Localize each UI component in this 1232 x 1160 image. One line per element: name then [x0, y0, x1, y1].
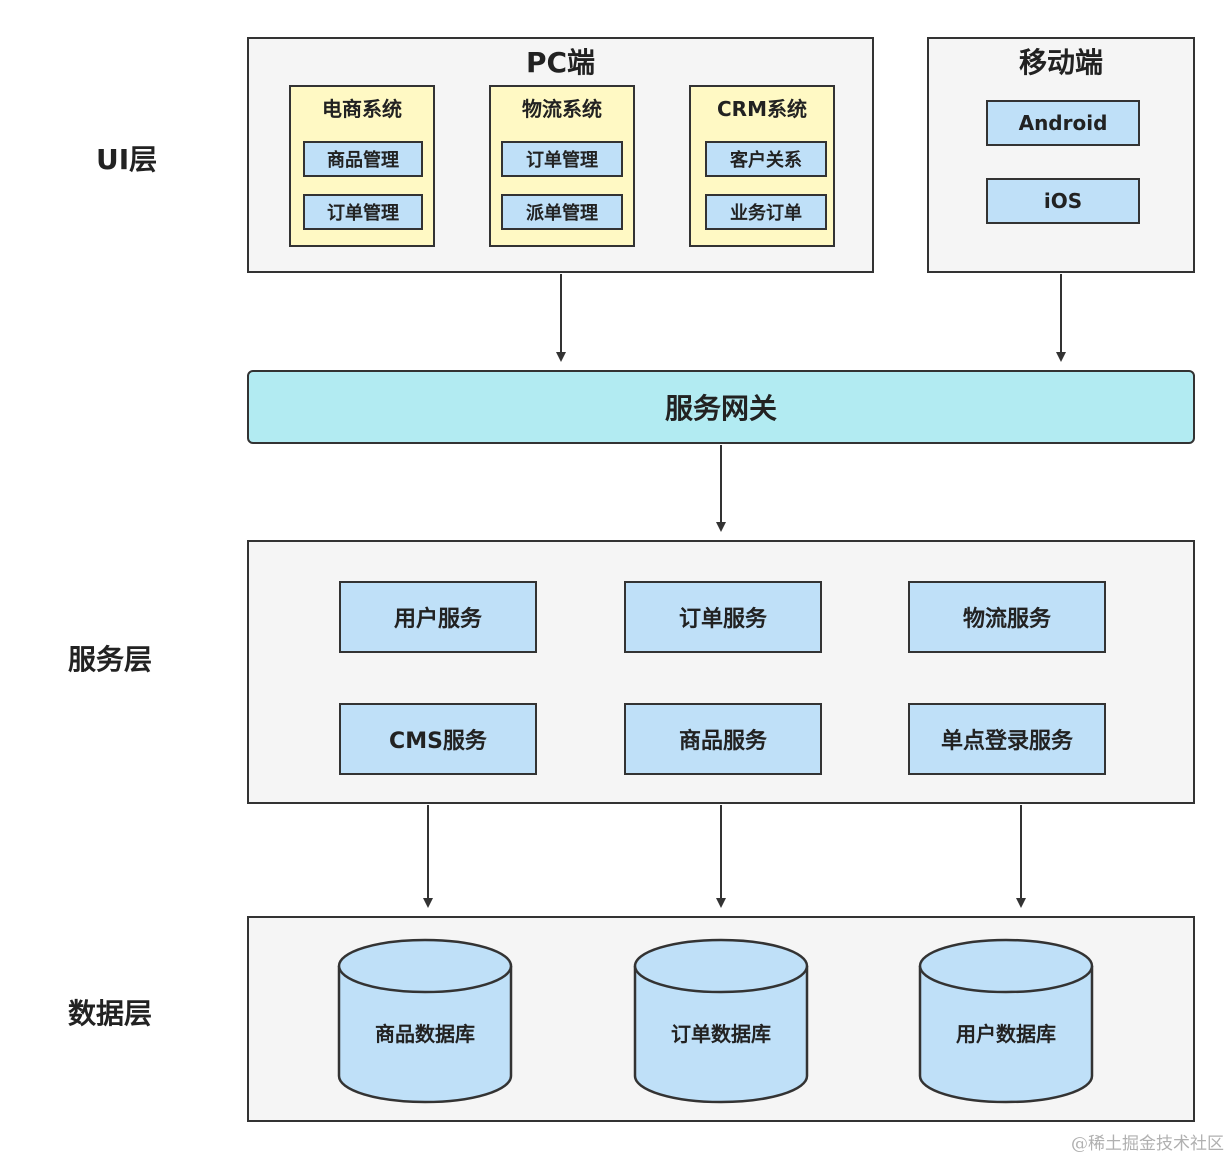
module-box: 客户关系: [705, 141, 827, 177]
service-box: 物流服务: [908, 581, 1106, 653]
service-box: 单点登录服务: [908, 703, 1106, 775]
service-box: CMS服务: [339, 703, 537, 775]
platform-ios: iOS: [986, 178, 1140, 224]
database-cylinder-icon: [918, 938, 1094, 1104]
database-users: 用户数据库: [918, 938, 1094, 1104]
service-box: 订单服务: [624, 581, 822, 653]
layer-label-data: 数据层: [68, 997, 153, 1030]
layer-label-ui: UI层: [96, 143, 158, 176]
module-box: 业务订单: [705, 194, 827, 230]
subsystem-logistics: 物流系统 订单管理 派单管理: [489, 85, 635, 247]
subsystem-title: CRM系统: [717, 97, 807, 121]
service-gateway: 服务网关: [247, 370, 1195, 444]
platform-android: Android: [986, 100, 1140, 146]
database-orders: 订单数据库: [633, 938, 809, 1104]
service-box: 商品服务: [624, 703, 822, 775]
subsystem-ecommerce: 电商系统 商品管理 订单管理: [289, 85, 435, 247]
database-cylinder-icon: [337, 938, 513, 1104]
service-layer-panel: 用户服务 订单服务 物流服务 CMS服务 商品服务 单点登录服务: [247, 540, 1195, 804]
mobile-panel: 移动端 Android iOS: [927, 37, 1195, 273]
database-products: 商品数据库: [337, 938, 513, 1104]
database-label: 订单数据库: [671, 1022, 771, 1046]
mobile-panel-title: 移动端: [1018, 46, 1103, 79]
database-label: 商品数据库: [375, 1022, 475, 1046]
subsystem-title: 物流系统: [522, 97, 602, 121]
subsystem-crm: CRM系统 客户关系 业务订单: [689, 85, 835, 247]
pc-panel: PC端 电商系统 商品管理 订单管理 物流系统 订单管理 派单管理 CRM系统 …: [247, 37, 874, 273]
watermark: @稀土掘金技术社区: [1071, 1134, 1224, 1154]
layer-label-service: 服务层: [68, 643, 153, 676]
database-cylinder-icon: [633, 938, 809, 1104]
pc-panel-title: PC端: [525, 46, 596, 79]
module-box: 订单管理: [303, 194, 423, 230]
module-box: 派单管理: [501, 194, 623, 230]
module-box: 商品管理: [303, 141, 423, 177]
module-box: 订单管理: [501, 141, 623, 177]
service-box: 用户服务: [339, 581, 537, 653]
database-label: 用户数据库: [956, 1022, 1056, 1046]
subsystem-title: 电商系统: [322, 97, 402, 121]
